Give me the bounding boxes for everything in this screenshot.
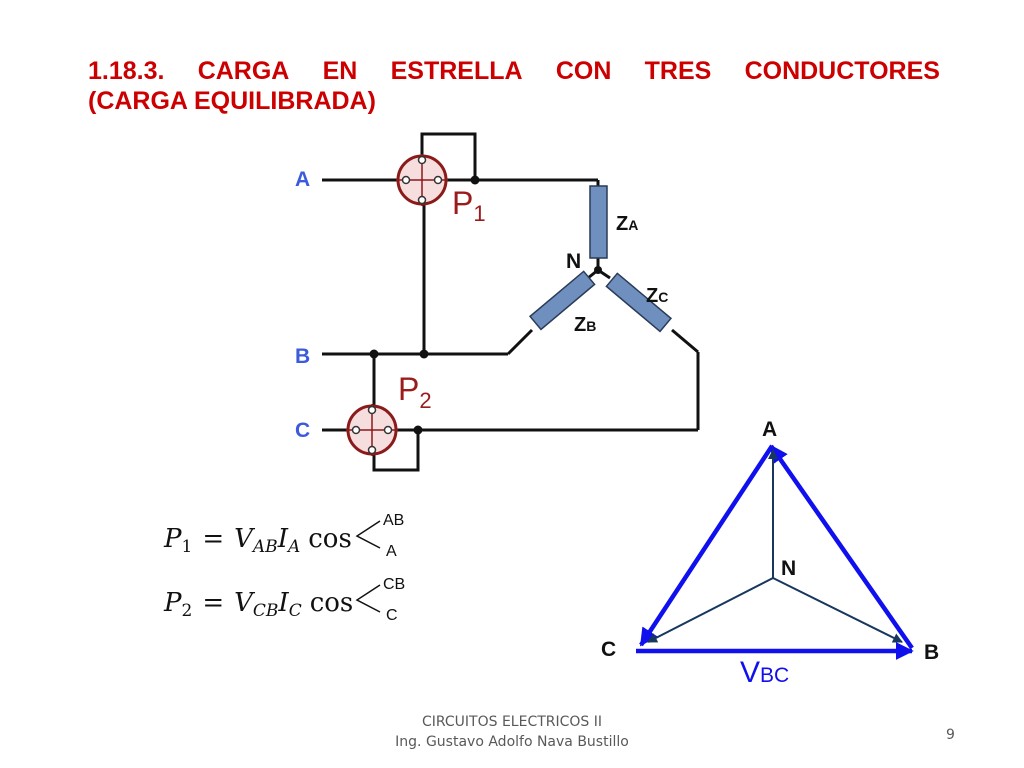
formula-p1-angle-top: AB: [383, 512, 404, 529]
phasor-vertex-a: A: [762, 418, 777, 441]
phase-c-label: C: [295, 419, 310, 442]
wattmeter-p1-label-sub: 1: [473, 201, 485, 226]
phasor-line-ca: [639, 444, 774, 647]
formula-p1-equals: =: [202, 524, 224, 554]
slide-footer: CIRCUITOS ELECTRICOS II Ing. Gustavo Ado…: [0, 712, 1024, 752]
title-line-1: 1.18.3. CARGA EN ESTRELLA CON TRES CONDU…: [88, 56, 940, 86]
formula-p2-v-sub: CB: [253, 601, 279, 621]
wattmeter-p2-label: P2: [398, 371, 432, 413]
formula-p2-equals: =: [202, 588, 224, 618]
formula-p1-i-sub: A: [286, 537, 300, 557]
neutral-label: N: [566, 250, 581, 273]
impedances: [528, 185, 673, 333]
zb-label-main: Z: [574, 314, 586, 336]
p1-coil-loop: [420, 132, 477, 180]
phasor-vbn: [772, 577, 903, 643]
formula-p2-angle-symbol: [355, 584, 381, 613]
impedance-zc: [605, 272, 673, 333]
formula-p2-cos: cos: [310, 588, 354, 618]
za-label-sub: A: [628, 217, 638, 233]
formula-p2-angle-top: CB: [383, 576, 405, 593]
wattmeter-p2-label-main: P: [398, 371, 419, 407]
phasor-center-n: N: [781, 557, 796, 580]
impedance-zb: [528, 270, 596, 331]
title-word: EN: [322, 57, 358, 85]
terminal-dot: [401, 175, 411, 185]
phasor-vbc-label: VBC: [740, 656, 789, 689]
za-label-main: Z: [616, 213, 628, 235]
wattmeter-p2-label-sub: 2: [419, 388, 431, 413]
phasor-vbc-label-main: V: [740, 656, 760, 689]
formula-p1-angle-symbol: [355, 520, 381, 549]
wire-c-to-zc: [671, 328, 699, 354]
terminal-dot: [367, 445, 377, 455]
phasor-diagram: A B C N VBC: [601, 418, 939, 689]
title-word: CONDUCTORES: [744, 57, 940, 85]
title-word: CON: [555, 57, 612, 85]
formula-p1-lhs: P: [163, 524, 182, 554]
wattmeter-p2: [346, 404, 398, 456]
phasor-line-ab: [769, 444, 914, 650]
formula-p1-v: V: [234, 524, 255, 554]
formula-p1-lhs-sub: 1: [182, 537, 193, 557]
formula-p2-lhs-sub: 2: [182, 601, 193, 621]
formula-p1-v-sub: AB: [251, 537, 278, 557]
phasor-vertex-c: C: [601, 638, 616, 661]
formula-p1-cos: cos: [308, 524, 352, 554]
impedance-za: [589, 185, 608, 259]
phasor-vcn: [647, 577, 774, 643]
junction-dot: [594, 266, 602, 274]
formula-p2-lhs: P: [163, 588, 182, 618]
terminal-dot: [433, 175, 443, 185]
zc-label-main: Z: [646, 285, 658, 307]
junction-dot: [470, 175, 480, 185]
footer-author: Ing. Gustavo Adolfo Nava Bustillo: [395, 734, 629, 750]
formula-p1-i: I: [277, 524, 289, 554]
junction-dot: [369, 349, 379, 359]
formula-p1-angle-bottom: A: [386, 543, 397, 560]
title-word: TRES: [644, 57, 712, 85]
footer-course: CIRCUITOS ELECTRICOS II: [421, 714, 603, 730]
za-label: ZA: [616, 213, 638, 235]
terminal-dot: [351, 425, 361, 435]
terminal-dot: [417, 195, 427, 205]
junction-dot: [419, 349, 429, 359]
phase-b-label: B: [295, 345, 310, 368]
zc-label: ZC: [646, 285, 668, 307]
formula-p2-i: I: [277, 588, 289, 618]
wattmeter-p1-label: P1: [452, 185, 486, 226]
title-word: ESTRELLA: [390, 57, 523, 85]
title-word: 1.18.3.: [88, 57, 165, 85]
terminal-dot: [367, 405, 377, 415]
junction-dot: [413, 425, 423, 435]
terminal-dot: [383, 425, 393, 435]
junction-dots: [369, 175, 602, 435]
slide-title: 1.18.3. CARGA EN ESTRELLA CON TRES CONDU…: [88, 56, 940, 116]
terminal-dot: [417, 155, 427, 165]
wire-b-to-zb: [506, 328, 534, 356]
title-line-2: (CARGA EQUILIBRADA): [88, 87, 376, 115]
phase-a-label: A: [295, 168, 310, 191]
zb-label-sub: B: [586, 318, 596, 334]
title-word: CARGA: [197, 57, 290, 85]
page-number: 9: [946, 727, 955, 743]
wattmeter-p1-label-main: P: [452, 185, 473, 221]
formula-p2-angle-bottom: C: [386, 607, 398, 624]
phasor-vertex-b: B: [924, 641, 939, 664]
p2-coil-loop: [372, 430, 420, 472]
zc-label-sub: C: [658, 289, 668, 305]
phasor-vbc-label-sub: BC: [760, 664, 789, 687]
formula-p2-v: V: [234, 588, 255, 618]
wattmeter-p1: [396, 154, 448, 206]
circuit-labels: A B C P1 P2 N ZA ZB ZC: [295, 168, 668, 442]
zb-label: ZB: [574, 314, 596, 336]
formula-p2-i-sub: C: [289, 601, 302, 621]
